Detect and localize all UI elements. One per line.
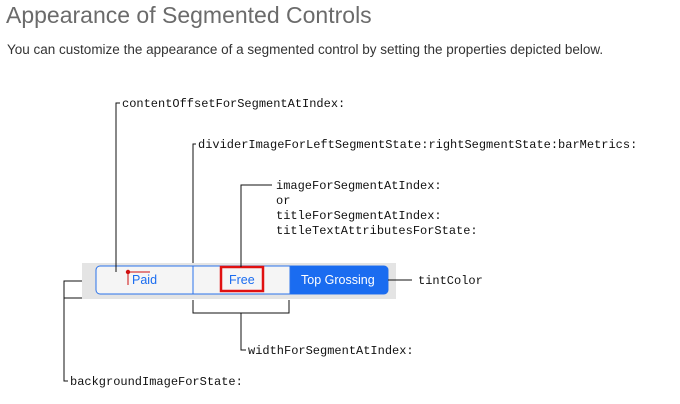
content-offset-leader bbox=[115, 102, 120, 272]
intro-text: You can customize the appearance of a se… bbox=[7, 42, 604, 57]
image-title-leader bbox=[240, 184, 272, 267]
callout-divider-image: dividerImageForLeftSegmentState:rightSeg… bbox=[198, 138, 637, 152]
width-leader bbox=[240, 313, 246, 351]
free-highlight-box bbox=[219, 265, 265, 293]
callout-tint-color: tintColor bbox=[418, 274, 483, 288]
callout-title-text-attributes: titleTextAttributesForState: bbox=[276, 224, 478, 238]
divider-image-leader bbox=[192, 143, 196, 263]
content-offset-marker-dot bbox=[125, 269, 131, 275]
callout-image-for-segment: imageForSegmentAtIndex: bbox=[276, 179, 442, 193]
background-bracket bbox=[63, 280, 82, 299]
callout-width-for-segment: widthForSegmentAtIndex: bbox=[248, 344, 414, 358]
page-title: Appearance of Segmented Controls bbox=[6, 2, 372, 28]
callout-background-image: backgroundImageForState: bbox=[70, 375, 243, 389]
segment-label-paid[interactable]: Paid bbox=[132, 273, 157, 287]
segment-top-grossing[interactable] bbox=[290, 266, 388, 294]
width-bracket bbox=[192, 300, 290, 314]
background-leader bbox=[63, 281, 68, 382]
segment-label-free[interactable]: Free bbox=[229, 273, 255, 287]
callout-or: or bbox=[276, 194, 290, 208]
callout-title-for-segment: titleForSegmentAtIndex: bbox=[276, 209, 442, 223]
segment-label-top-grossing[interactable]: Top Grossing bbox=[301, 273, 375, 287]
callout-content-offset: contentOffsetForSegmentAtIndex: bbox=[122, 97, 345, 111]
